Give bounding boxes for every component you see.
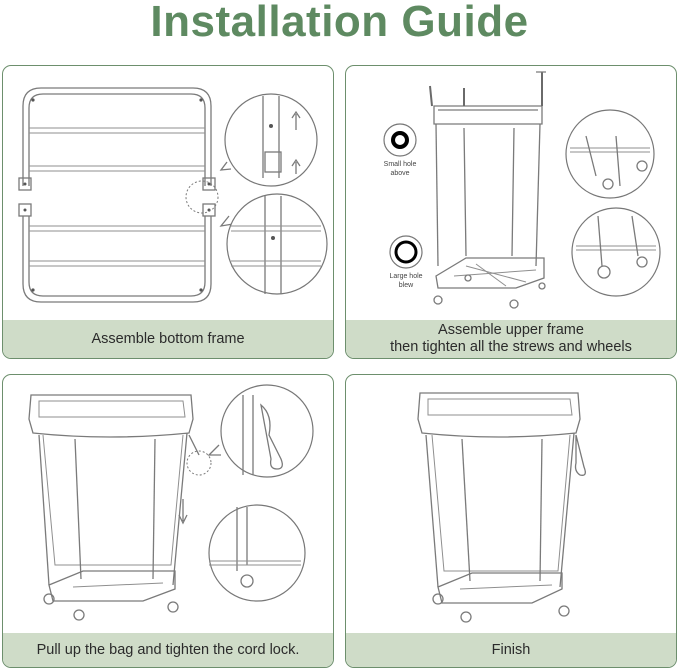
bag-installation-illustration bbox=[28, 384, 314, 621]
small-hole-label: Small hole bbox=[384, 161, 417, 168]
large-hole-label-2: blew bbox=[399, 282, 414, 289]
bottom-frame-illustration bbox=[18, 87, 328, 303]
step-1-panel: Assemble bottom frame bbox=[2, 65, 334, 359]
step-2-caption-line-2: then tighten all the strews and wheels bbox=[390, 339, 632, 355]
upper-frame-illustration: Small hole above Large hole blew bbox=[383, 71, 661, 309]
step-4-panel: Finish bbox=[345, 374, 677, 668]
step-2-caption: Assemble upper frame then tighten all th… bbox=[346, 320, 676, 358]
step-3-caption: Pull up the bag and tighten the cord loc… bbox=[3, 633, 333, 667]
finished-hamper-illustration bbox=[417, 392, 586, 623]
step-3-panel: Pull up the bag and tighten the cord loc… bbox=[2, 374, 334, 668]
step-4-caption: Finish bbox=[346, 633, 676, 667]
large-hole-label: Large hole bbox=[389, 273, 422, 280]
step-1-caption: Assemble bottom frame bbox=[3, 320, 333, 358]
step-2-panel: Small hole above Large hole blew Assembl… bbox=[345, 65, 677, 359]
page-title: Installation Guide bbox=[150, 0, 529, 46]
small-hole-label-2: above bbox=[390, 170, 409, 177]
step-2-caption-line-1: Assemble upper frame bbox=[438, 322, 584, 338]
